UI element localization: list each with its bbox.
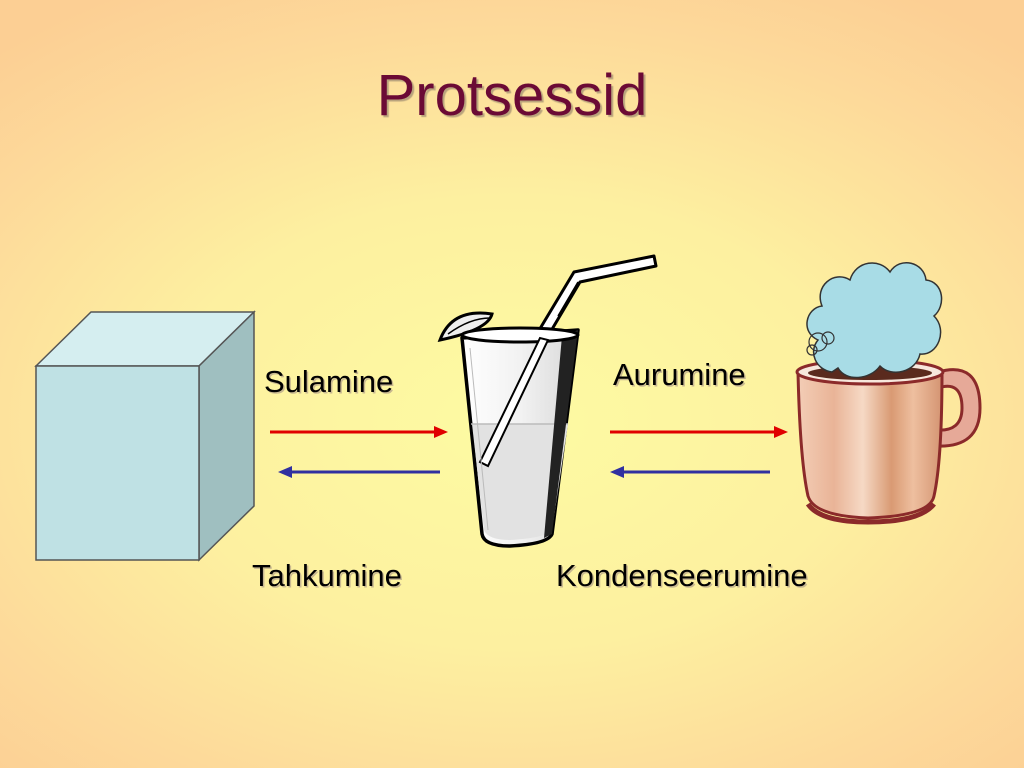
arrow-evaporation [610, 426, 788, 438]
steam-cloud-icon [806, 262, 943, 379]
label-melting: Sulamine [264, 364, 394, 399]
ice-cube-icon [34, 310, 256, 562]
steaming-mug-icon [795, 358, 982, 525]
label-condensation: Kondenseerumine [556, 558, 808, 593]
water-glass-icon [437, 254, 658, 548]
arrow-solidification [278, 466, 440, 478]
label-evaporation: Aurumine [613, 357, 746, 392]
arrow-condensation [610, 466, 770, 478]
page-title: Protsessid [376, 63, 648, 128]
label-solidification: Tahkumine [252, 558, 402, 593]
arrow-melting [270, 426, 448, 438]
